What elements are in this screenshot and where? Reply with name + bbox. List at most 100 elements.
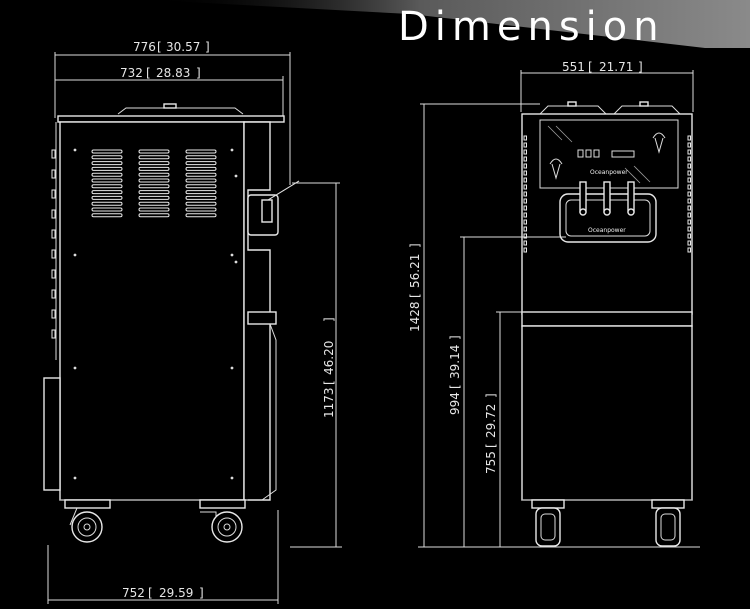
- dimension-cabinet-height: 755 [ 29.72 ]: [484, 311, 524, 547]
- vent-slot: [91, 190, 123, 195]
- vent-slot: [138, 190, 170, 195]
- drip-tray: [247, 311, 277, 325]
- bracket-right: ]: [448, 335, 462, 340]
- bracket-left: [: [146, 66, 151, 80]
- front-vent-slot: [523, 191, 527, 197]
- vent-slot: [138, 172, 170, 177]
- dimension-front-width: 551 [ 21.71 ]: [520, 60, 694, 112]
- rear-vent-slot: [51, 249, 56, 259]
- body-width-inch: 28.83: [156, 66, 190, 80]
- rear-vent-slot: [51, 169, 56, 179]
- vent-slot: [185, 149, 217, 154]
- vent-slot: [138, 166, 170, 171]
- dispenser-handle: [247, 180, 300, 236]
- screw: [234, 174, 238, 178]
- bracket-right: ]: [322, 317, 336, 322]
- bracket-right: ]: [205, 40, 210, 54]
- front-view: 551 [ 21.71 ]: [290, 60, 700, 548]
- vent-slot: [185, 213, 217, 218]
- vent-slot: [91, 201, 123, 206]
- cone-icon: [549, 158, 563, 180]
- front-lid-right: [613, 105, 681, 115]
- bracket-left: [: [588, 60, 593, 74]
- bracket-right: ]: [408, 243, 422, 248]
- front-vent-slot: [523, 226, 527, 232]
- front-vent-slot: [523, 247, 527, 253]
- front-vent-slot: [687, 219, 691, 225]
- vent-slot: [185, 172, 217, 177]
- dimension-overall-width: 776 [ 30.57 ]: [54, 40, 291, 185]
- vent-slot: [138, 178, 170, 183]
- front-drip-tray: [521, 311, 693, 327]
- body-width-mm: 732: [120, 66, 143, 80]
- front-side-vents: [523, 135, 691, 253]
- total-height-inch: 56.21: [408, 254, 422, 288]
- front-vent-slot: [687, 184, 691, 190]
- bracket-right: ]: [199, 586, 204, 600]
- tap-height-inch: 46.20: [322, 341, 336, 375]
- front-vent-slot: [523, 240, 527, 246]
- front-vent-slot: [687, 212, 691, 218]
- front-vent-slot: [523, 212, 527, 218]
- screw: [73, 476, 77, 480]
- vent-slot: [138, 201, 170, 206]
- lid-knob: [163, 103, 177, 109]
- front-vent-slot: [687, 191, 691, 197]
- screw: [230, 476, 234, 480]
- vent-slot: [185, 161, 217, 166]
- vent-slot: [138, 213, 170, 218]
- vent-slot: [138, 161, 170, 166]
- front-dispenser: Oceanpower: [559, 181, 657, 243]
- rear-vent-slot: [51, 189, 56, 199]
- front-width-mm: 551: [562, 60, 585, 74]
- bracket-left: [: [448, 384, 462, 389]
- rear-vent-slot: [51, 229, 56, 239]
- bracket-right: ]: [638, 60, 643, 74]
- base-width-mm: 752: [122, 586, 145, 600]
- screw: [73, 253, 77, 257]
- screw: [73, 148, 77, 152]
- front-vent-slot: [687, 247, 691, 253]
- front-vent-slot: [523, 142, 527, 148]
- front-vent-slot: [687, 135, 691, 141]
- vent-slot: [185, 166, 217, 171]
- dimension-tap-height: 1173 [ 46.20 ]: [292, 182, 340, 547]
- vent-slot: [91, 178, 123, 183]
- panel-screws: [73, 148, 238, 480]
- front-vent-slot: [523, 205, 527, 211]
- cone-icon: [652, 132, 666, 154]
- front-vent-slot: [687, 226, 691, 232]
- front-vent-slot: [687, 233, 691, 239]
- vent-slot: [138, 149, 170, 154]
- side-vents: [51, 149, 217, 339]
- brand-label-top: Oceanpower: [590, 169, 628, 176]
- front-vent-slot: [687, 149, 691, 155]
- front-vent-slot: [687, 177, 691, 183]
- front-vent-slot: [523, 184, 527, 190]
- front-profile: [243, 121, 271, 501]
- vent-slot: [138, 195, 170, 200]
- vent-slot: [91, 207, 123, 212]
- vent-slot: [185, 195, 217, 200]
- screw: [230, 253, 234, 257]
- vent-slot: [138, 207, 170, 212]
- vent-slot: [138, 155, 170, 160]
- dispenser-height-inch: 39.14: [448, 345, 462, 379]
- screw: [73, 366, 77, 370]
- total-height-mm: 1428: [408, 301, 422, 332]
- vent-slot: [91, 213, 123, 218]
- vent-slot: [185, 190, 217, 195]
- dimension-body-width: 732 [ 28.83 ]: [55, 66, 284, 118]
- front-vent-slot: [687, 163, 691, 169]
- rear-vent-slot: [51, 289, 56, 299]
- base-width-inch: 29.59: [159, 586, 193, 600]
- lid-knob: [567, 101, 577, 107]
- vent-slot: [91, 155, 123, 160]
- side-view: 776 [ 30.57 ] 732 [ 28.83 ]: [43, 40, 340, 604]
- front-vent-slot: [523, 198, 527, 204]
- side-wheels: [64, 499, 246, 543]
- rear-vent-slot: [51, 309, 56, 319]
- vent-slot: [185, 155, 217, 160]
- title-banner: [150, 0, 750, 48]
